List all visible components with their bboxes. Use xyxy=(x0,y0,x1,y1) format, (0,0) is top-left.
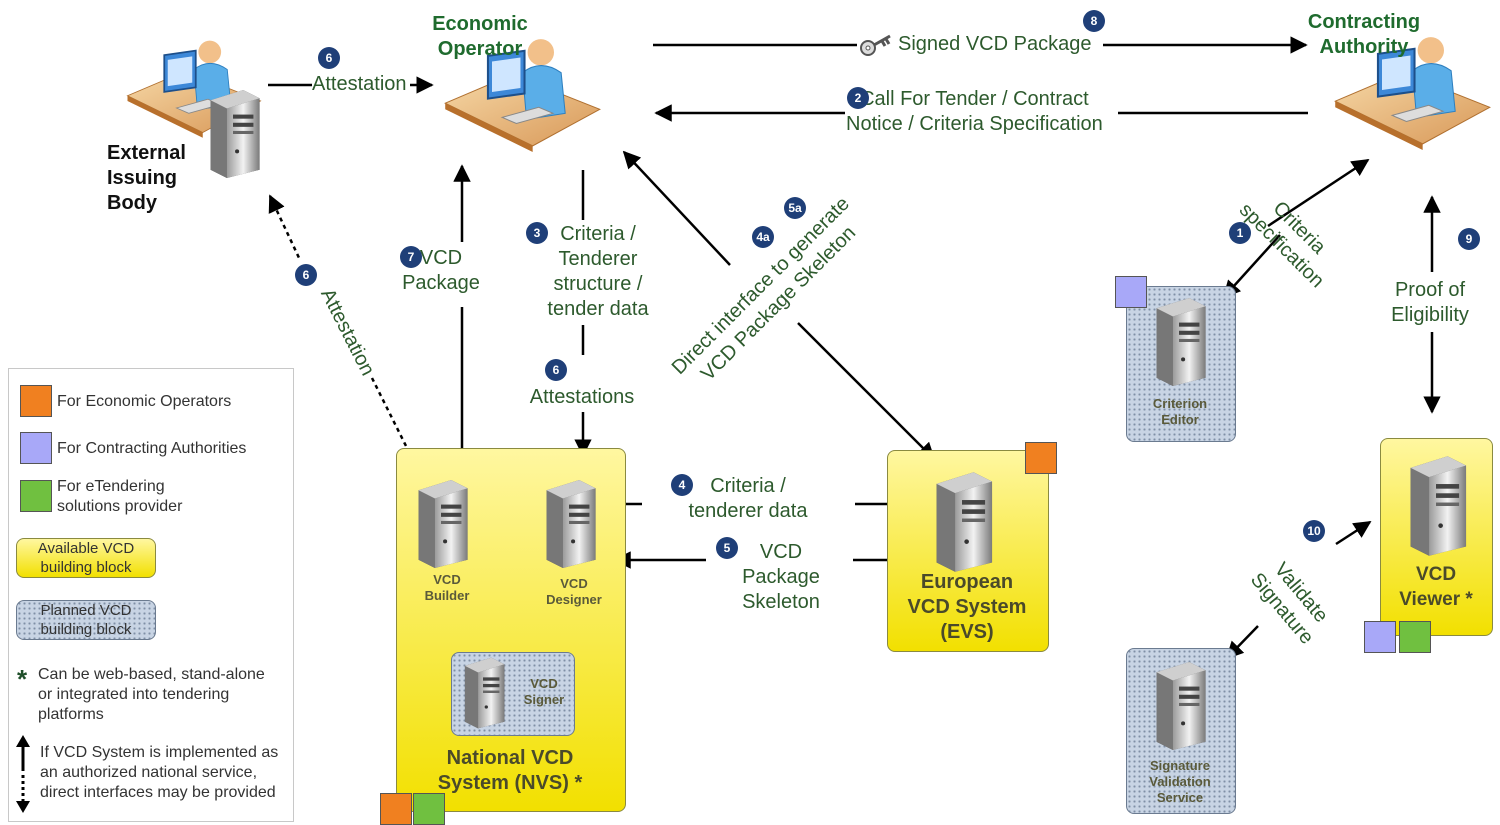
step-badge-7: 7 xyxy=(400,246,422,268)
contracting-authority-label: Contracting Authority xyxy=(1307,11,1421,58)
step-badge-6-top: 6 xyxy=(318,47,340,69)
signature-validation-label: Signature Validation Service xyxy=(1149,758,1211,805)
legend-asterisk-mark: * xyxy=(17,664,28,694)
step-badge-5a: 5a xyxy=(784,197,806,219)
evs-economic-operators-marker xyxy=(1025,442,1057,474)
step-badge-10: 10 xyxy=(1303,520,1325,542)
signature-validation-server-icon xyxy=(1156,662,1206,750)
legend-asterisk-note: Can be web-based, stand-alone or integra… xyxy=(38,666,265,723)
evs-label: European VCD System (EVS) xyxy=(907,571,1027,643)
signed-package-label: Signed VCD Package xyxy=(898,33,1092,55)
legend-economic-operators: For Economic Operators xyxy=(57,393,232,410)
step-badge-5: 5 xyxy=(716,537,738,559)
step-badge-1: 1 xyxy=(1229,222,1251,244)
criteria-structure-label: Criteria / Tenderer structure / tender d… xyxy=(547,223,649,320)
vcd-designer-label: VCD Designer xyxy=(546,576,602,607)
legend-dotted-arrow-icon xyxy=(16,735,30,813)
vcd-builder-label: VCD Builder xyxy=(424,572,470,603)
legend-etendering: For eTendering solutions provider xyxy=(57,478,183,515)
legend-available-block: Available VCD building block xyxy=(16,538,156,578)
attestations-label: Attestations xyxy=(529,386,635,408)
criteria-tenderer-data-label: Criteria / tenderer data xyxy=(688,475,808,522)
legend-dotted-note: If VCD System is implemented as an autho… xyxy=(40,744,279,801)
legend-contracting-authorities: For Contracting Authorities xyxy=(57,440,247,457)
criterion-editor-label: Criterion Editor xyxy=(1152,396,1208,427)
evs-server-icon xyxy=(936,472,993,572)
step-badge-4: 4 xyxy=(671,474,693,496)
legend-swatch-economic-operators xyxy=(20,385,52,417)
legend-swatch-etendering xyxy=(20,480,52,512)
nvs-etendering-marker xyxy=(413,793,445,825)
attestation-top-label: Attestation xyxy=(312,73,407,95)
step-badge-9: 9 xyxy=(1458,228,1480,250)
legend-swatch-contracting-authorities xyxy=(20,432,52,464)
vcd-viewer-label: VCD Viewer * xyxy=(1399,564,1473,610)
vcd-designer-server-icon xyxy=(546,480,596,568)
step-badge-6-mid: 6 xyxy=(545,359,567,381)
vcd-viewer-server-icon xyxy=(1410,456,1467,556)
step-badge-6-left: 6 xyxy=(295,264,317,286)
vcd-package-label: VCD Package xyxy=(402,247,480,294)
vcd-builder-server-icon xyxy=(418,480,468,568)
step-badge-8: 8 xyxy=(1083,10,1105,32)
nvs-label: National VCD System (NVS) * xyxy=(437,747,583,794)
call-for-tender-label: Call For Tender / Contract Notice / Crit… xyxy=(846,88,1103,135)
nvs-economic-operators-marker xyxy=(380,793,412,825)
vcd-signer-label: VCD Signer xyxy=(523,676,565,707)
legend xyxy=(8,368,294,822)
vcd-viewer-etendering-marker xyxy=(1399,621,1431,653)
criterion-editor-server-icon xyxy=(1156,298,1206,386)
proof-of-eligibility-label: Proof of Eligibility xyxy=(1391,279,1469,326)
external-issuing-body-label: External Issuing Body xyxy=(107,142,186,214)
criterion-editor-authorities-marker xyxy=(1115,276,1147,308)
key-icon xyxy=(860,34,891,56)
legend-planned-block: Planned VCD building block xyxy=(16,600,156,640)
vcd-viewer-authorities-marker xyxy=(1364,621,1396,653)
external-body-server-icon xyxy=(210,90,260,178)
vcd-package-skeleton-label: VCD Package Skeleton xyxy=(742,541,820,613)
step-badge-4a: 4a xyxy=(752,226,774,248)
step-badge-3: 3 xyxy=(526,222,548,244)
vcd-signer-server-icon xyxy=(464,657,505,729)
economic-operator-label: Economic Operator xyxy=(432,13,528,60)
step-badge-2: 2 xyxy=(847,87,869,109)
